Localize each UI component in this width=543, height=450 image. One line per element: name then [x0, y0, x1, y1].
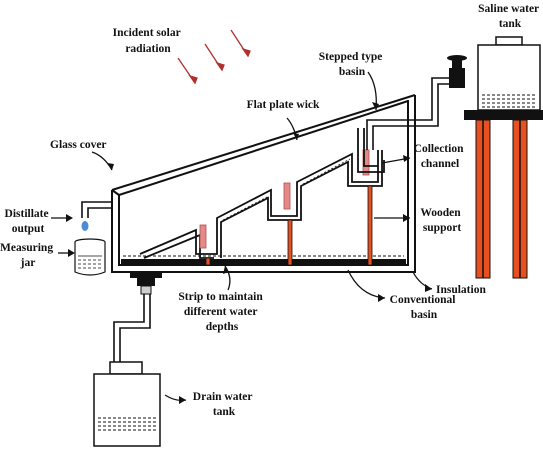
label-glass-cover: Glass cover — [50, 139, 107, 151]
feed-pipe — [366, 77, 452, 150]
stepped-basin — [139, 150, 383, 259]
label-stepped-type-basin: Stepped type basin — [319, 51, 385, 78]
label-saline-water-tank: Saline water tank — [478, 3, 542, 30]
label-measuring-jar: Measuring jar — [0, 242, 56, 269]
solar-rays — [177, 29, 251, 85]
drain-pipe — [113, 294, 151, 362]
label-insulation: Insulation — [436, 284, 486, 296]
valve — [447, 55, 467, 88]
label-collection-channel: Collection channel — [414, 143, 467, 170]
label-drain-water-tank: Drain water tank — [193, 391, 255, 418]
collection-channel — [357, 128, 385, 173]
water-depth-strips — [199, 149, 370, 249]
label-strip: Strip to maintain different water depths — [178, 291, 265, 333]
leader-lines — [51, 71, 433, 402]
droplet-icon — [81, 221, 89, 231]
still-body — [111, 94, 416, 273]
inner-wooden-supports — [205, 185, 373, 266]
label-wooden-support: Wooden support — [420, 207, 463, 234]
tank-stand — [464, 110, 543, 279]
conventional-basin-plate — [121, 259, 406, 264]
label-distillate-output: Distillate output — [5, 208, 52, 235]
distillate-pipe — [81, 201, 112, 218]
flat-plate-wick — [145, 158, 351, 252]
measuring-jar — [74, 238, 106, 276]
label-incident-solar-radiation: Incident solar radiation — [113, 27, 184, 55]
label-conventional-basin: Conventional basin — [390, 294, 459, 321]
label-flat-plate-wick: Flat plate wick — [247, 99, 320, 111]
arrow-heads — [66, 102, 432, 404]
drain-fitting — [130, 272, 162, 295]
drain-water-tank — [93, 361, 161, 447]
saline-water-tank — [477, 36, 541, 111]
